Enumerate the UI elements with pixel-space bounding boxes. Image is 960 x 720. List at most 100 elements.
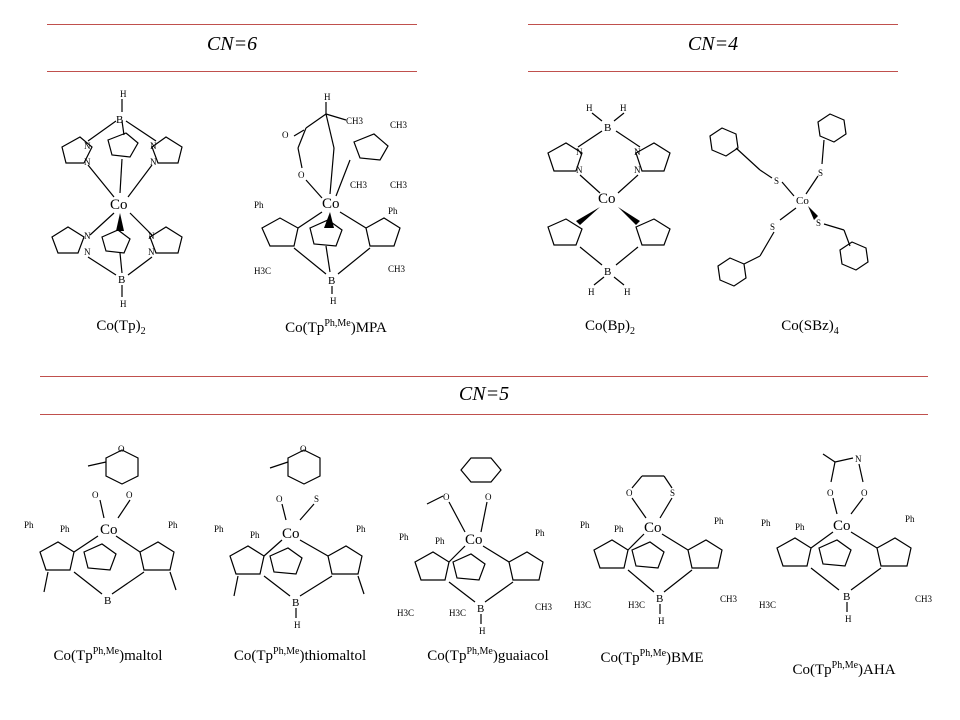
svg-text:B: B [656, 593, 663, 605]
svg-text:H: H [588, 287, 595, 297]
svg-text:S: S [770, 222, 775, 232]
svg-text:H3C: H3C [759, 600, 776, 610]
svg-text:H3C: H3C [449, 608, 466, 618]
svg-text:O: O [861, 488, 868, 498]
co-tpphme-mpa-structure: H O O CH3 CH3 CH3 CH3 Co Ph Ph H3C CH3 B… [254, 92, 408, 306]
svg-text:CH3: CH3 [720, 594, 738, 604]
caption-text: Co(SBz) [781, 318, 834, 334]
svg-text:Co: Co [322, 196, 340, 212]
svg-text:S: S [818, 168, 823, 178]
svg-text:N: N [148, 231, 155, 241]
svg-text:O: O [443, 492, 450, 502]
cn6-rule-top [47, 24, 417, 25]
svg-text:CH3: CH3 [390, 180, 408, 190]
svg-text:B: B [604, 266, 611, 278]
svg-text:Ph: Ph [24, 520, 34, 530]
svg-text:N: N [148, 247, 155, 257]
svg-text:H: H [294, 620, 301, 630]
svg-text:O: O [827, 488, 834, 498]
co-sbz4-structure: S S Co S S [709, 113, 869, 287]
caption-text: )thiomaltol [299, 648, 367, 664]
caption-text: )BME [666, 650, 704, 666]
svg-text:N: N [576, 165, 583, 175]
caption-text: Co(Bp) [585, 318, 630, 334]
svg-text:N: N [150, 157, 157, 167]
svg-text:Ph: Ph [214, 524, 224, 534]
svg-text:S: S [314, 494, 319, 504]
caption-text: Co(Tp [233, 648, 274, 664]
caption-superscript: Ph,Me [324, 318, 351, 329]
svg-text:B: B [104, 595, 111, 607]
svg-text:H3C: H3C [397, 608, 414, 618]
caption-co-bp2: Co(Bp)2 [585, 318, 635, 337]
co-maltol-structure: O O O Co Ph Ph Ph B [24, 444, 178, 607]
cn4-rule-bottom [528, 71, 898, 72]
svg-text:H: H [620, 103, 627, 113]
svg-text:Ph: Ph [795, 522, 805, 532]
caption-text: Co(Tp [427, 648, 467, 664]
svg-text:B: B [328, 275, 335, 287]
svg-text:Ph: Ph [614, 524, 624, 534]
svg-text:H: H [330, 296, 337, 306]
svg-text:O: O [300, 444, 307, 454]
svg-text:Co: Co [465, 532, 483, 548]
caption-superscript: Ph,Me [639, 648, 667, 659]
svg-text:B: B [477, 603, 484, 615]
cn5-heading: CN=5 [458, 383, 510, 405]
svg-text:O: O [126, 490, 133, 500]
svg-text:Ph: Ph [714, 516, 724, 526]
caption-co-tp2: Co(Tp)2 [96, 318, 145, 337]
svg-text:N: N [150, 141, 157, 151]
svg-text:S: S [816, 218, 821, 228]
co-tp2-structure: H B NN NN Co NN NN B H [51, 89, 183, 309]
caption-subscript: 2 [630, 326, 635, 337]
svg-text:H: H [479, 626, 486, 636]
svg-text:N: N [855, 454, 862, 464]
caption-subscript: 2 [140, 326, 146, 337]
caption-co-maltol: Co(TpPh,Me)maltol [54, 646, 163, 665]
caption-text: )MPA [350, 320, 387, 336]
cn4-rule-top [528, 24, 898, 25]
svg-text:O: O [485, 492, 492, 502]
caption-co-tpphme-mpa: Co(TpPh,Me)MPA [285, 318, 387, 337]
svg-text:Ph: Ph [535, 528, 545, 538]
svg-text:Co: Co [833, 518, 851, 534]
svg-text:CH3: CH3 [388, 264, 406, 274]
caption-superscript: Ph,Me [92, 646, 120, 657]
svg-text:H3C: H3C [628, 600, 645, 610]
svg-text:Ph: Ph [60, 524, 70, 534]
svg-text:B: B [843, 591, 850, 603]
svg-text:Ph: Ph [761, 518, 771, 528]
svg-text:Ph: Ph [254, 200, 264, 210]
svg-text:H: H [324, 92, 331, 102]
svg-text:Ph: Ph [388, 206, 398, 216]
svg-text:CH3: CH3 [915, 594, 933, 604]
caption-subscript: 4 [833, 326, 839, 337]
caption-superscript: Ph,Me [273, 646, 300, 657]
svg-text:S: S [774, 176, 779, 186]
svg-text:Ph: Ph [435, 536, 445, 546]
svg-text:O: O [92, 490, 99, 500]
co-thiomaltol-structure: O O S Co Ph Ph Ph B H [214, 444, 366, 630]
svg-text:S: S [670, 488, 675, 498]
svg-text:O: O [282, 130, 289, 140]
caption-text: Co(Tp [792, 662, 832, 678]
svg-text:CH3: CH3 [390, 120, 408, 130]
co-bme-structure: O S Co Ph Ph Ph H3C H3C CH3 B H [574, 475, 738, 626]
caption-text: Co(Tp [600, 650, 640, 666]
svg-text:Ph: Ph [250, 530, 260, 540]
svg-text:B: B [116, 114, 123, 126]
svg-text:H: H [120, 299, 127, 309]
svg-text:Co: Co [796, 195, 809, 207]
svg-text:Co: Co [282, 526, 300, 542]
caption-co-guaiacol: Co(TpPh,Me)guaiacol [427, 646, 548, 665]
caption-text: Co(Tp) [96, 318, 141, 334]
caption-text: )AHA [858, 662, 896, 678]
svg-text:H: H [658, 616, 665, 626]
svg-text:Ph: Ph [580, 520, 590, 530]
caption-co-sbz4: Co(SBz)4 [781, 318, 839, 337]
caption-text: )guaiacol [492, 648, 549, 664]
svg-text:N: N [634, 165, 641, 175]
cn4-heading: CN=4 [687, 33, 739, 55]
svg-text:CH3: CH3 [346, 116, 364, 126]
